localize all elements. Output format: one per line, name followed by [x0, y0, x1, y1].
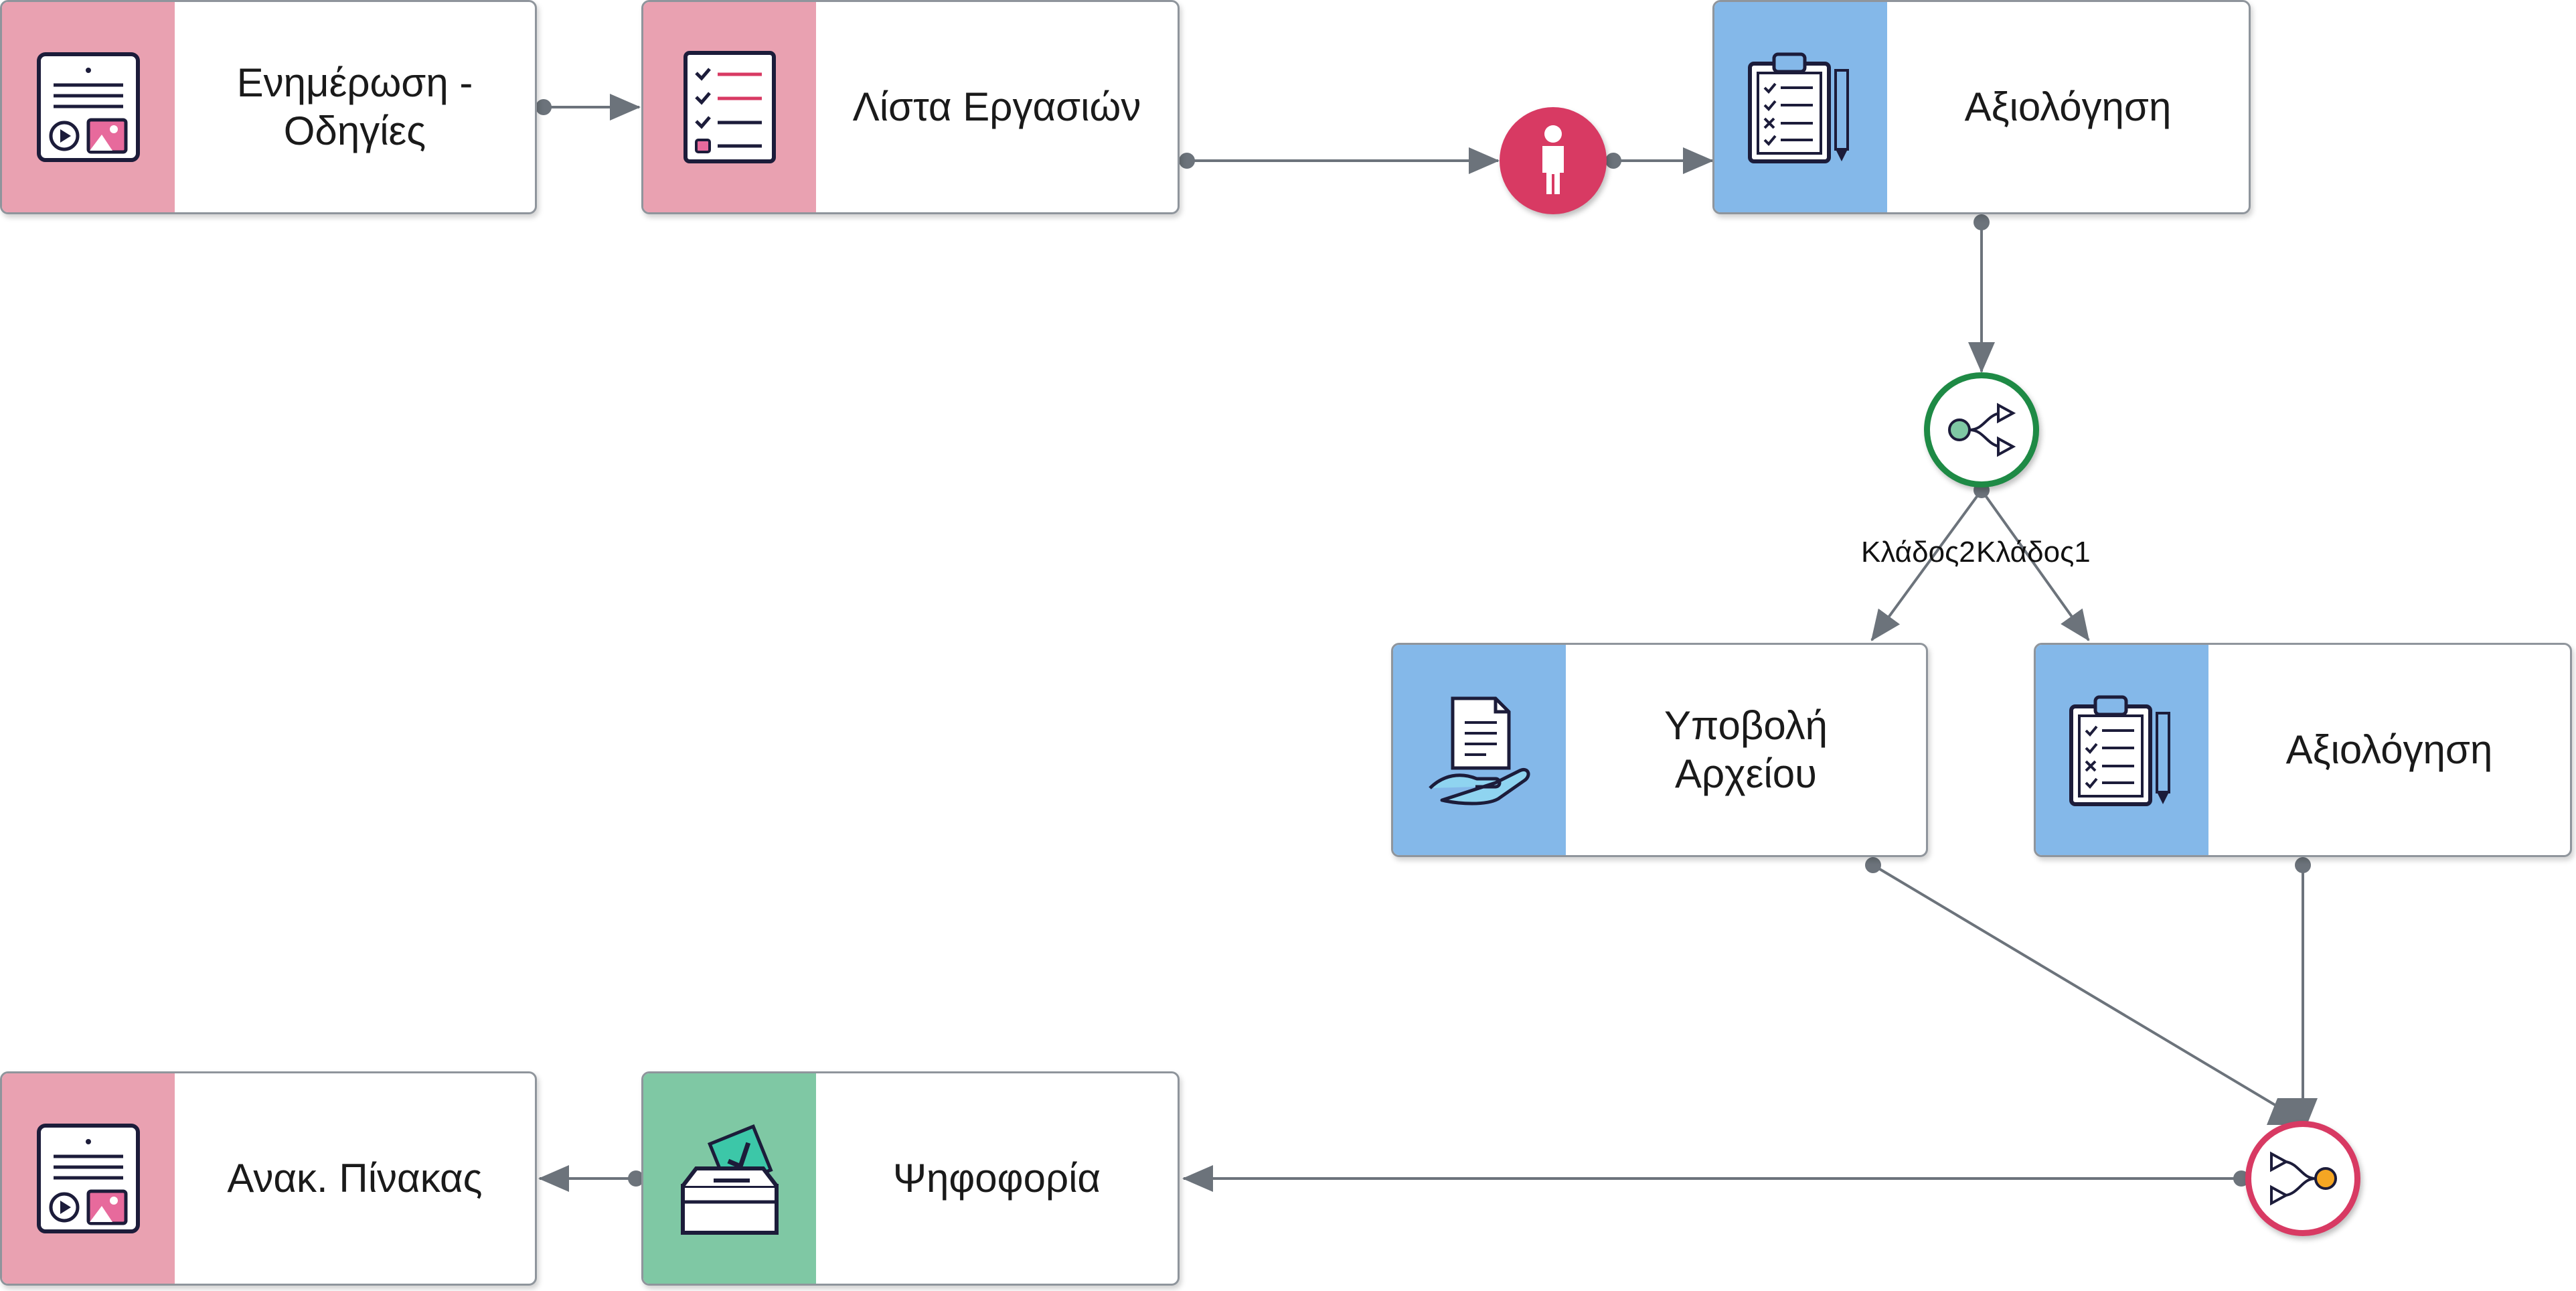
- node-label: Ανακ. Πίνακας: [227, 1156, 483, 1201]
- node-task-list[interactable]: Λίστα Εργασιών: [641, 0, 1180, 214]
- hand-document-icon: [1429, 696, 1530, 806]
- board-media-icon: [37, 1124, 140, 1233]
- split-icon: [1948, 402, 2016, 457]
- edge-label-branch2: Κλάδος2: [1861, 536, 1976, 568]
- node-instructions[interactable]: Ενημέρωση - Οδηγίες: [0, 0, 537, 214]
- node-evaluation-branch[interactable]: Αξιολόγηση: [2034, 643, 2572, 857]
- node-label: Λίστα Εργασιών: [852, 84, 1141, 129]
- node-band: [643, 1073, 816, 1284]
- node-evaluation-top[interactable]: Αξιολόγηση: [1712, 0, 2251, 214]
- edge-split-to-evaluation2: [1980, 489, 2090, 641]
- node-announcement-board[interactable]: Ανακ. Πίνακας: [0, 1071, 537, 1286]
- node-label: Αξιολόγηση: [2285, 727, 2493, 772]
- node-label: Αξιολόγηση: [1964, 84, 2172, 129]
- checklist-icon: [683, 51, 776, 163]
- split-gateway[interactable]: [1924, 372, 2039, 487]
- node-band: [2, 2, 175, 212]
- node-label: Ψηφοφορία: [892, 1156, 1101, 1201]
- person-icon: [1542, 125, 1564, 194]
- board-media-icon: [37, 52, 140, 162]
- node-band: [2036, 645, 2208, 855]
- merge-gateway[interactable]: [2245, 1121, 2360, 1236]
- node-band: [1714, 2, 1887, 212]
- ballot-box-icon: [681, 1124, 779, 1235]
- edge-split-to-submission: [1870, 489, 1983, 641]
- node-band: [643, 2, 816, 212]
- node-label: Ενημέρωση - Οδηγίες: [236, 60, 473, 153]
- edge-label-branch1: Κλάδος1: [1976, 536, 2091, 568]
- merge-icon: [2270, 1151, 2337, 1206]
- user-event[interactable]: [1500, 107, 1607, 214]
- edge-submission-to-merge: [1872, 864, 2304, 1123]
- node-label: Υποβολή Αρχείου: [1664, 703, 1828, 796]
- node-voting[interactable]: Ψηφοφορία: [641, 1071, 1180, 1286]
- node-band: [1393, 645, 1566, 855]
- clipboard-pencil-icon: [1748, 52, 1849, 163]
- node-file-submission[interactable]: Υποβολή Αρχείου: [1391, 643, 1928, 857]
- clipboard-pencil-icon: [2069, 695, 2170, 806]
- node-band: [2, 1073, 175, 1284]
